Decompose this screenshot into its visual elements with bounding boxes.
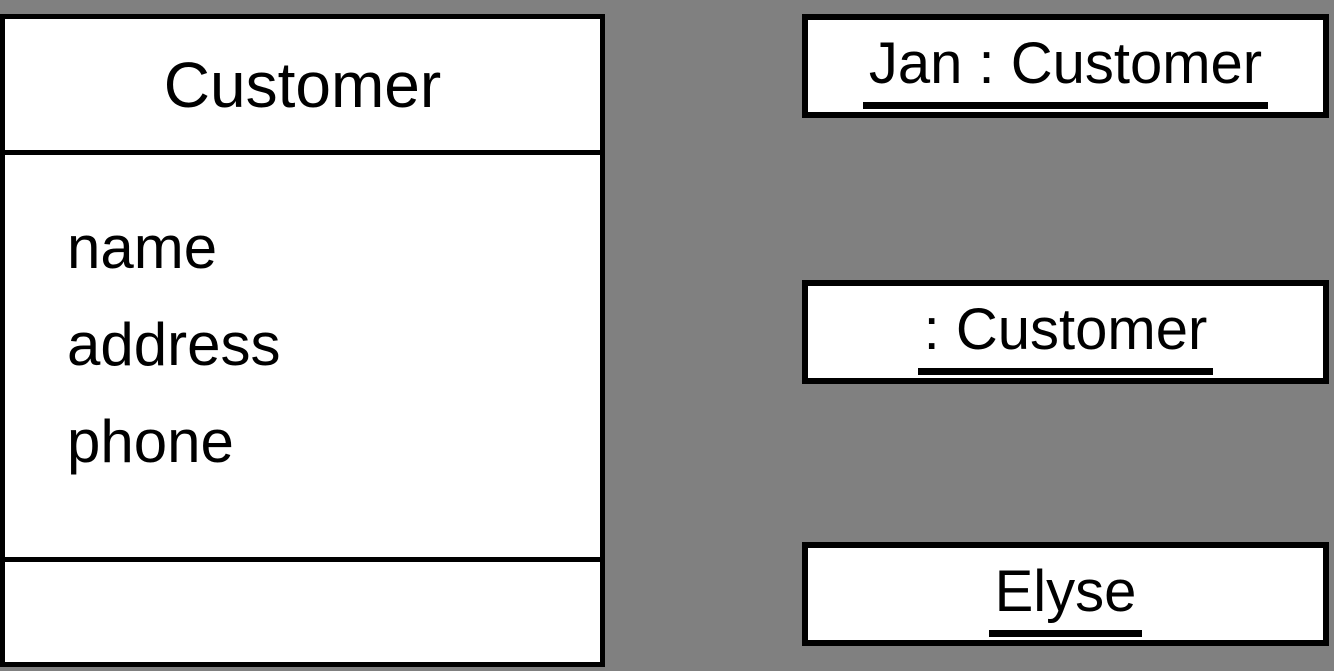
uml-class-box-customer: Customer name address phone — [0, 14, 605, 667]
attribute-address: address — [67, 311, 281, 378]
class-name-label: Customer — [163, 48, 442, 121]
class-name-compartment: Customer — [5, 19, 600, 155]
class-attributes-compartment: name address phone — [5, 155, 600, 562]
uml-object-box-jan-customer: Jan : Customer — [802, 14, 1329, 118]
uml-object-box-elyse: Elyse — [802, 542, 1329, 646]
object-label-anonymous-customer: : Customer — [917, 290, 1214, 375]
attribute-name: name — [67, 214, 218, 281]
object-label-elyse: Elyse — [988, 552, 1143, 637]
class-methods-compartment — [5, 562, 600, 662]
attribute-phone: phone — [67, 408, 234, 475]
uml-object-box-anonymous-customer: : Customer — [802, 280, 1329, 384]
object-label-jan-customer: Jan : Customer — [862, 24, 1269, 109]
